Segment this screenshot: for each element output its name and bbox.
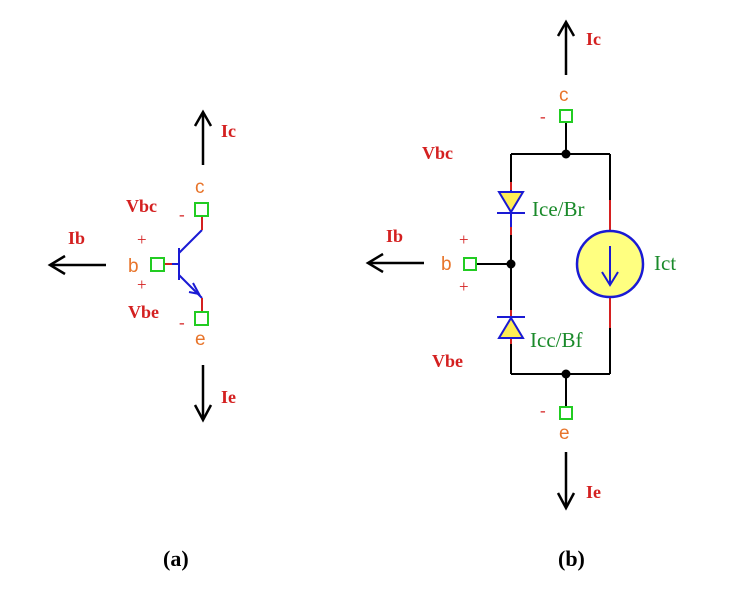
terminal-c-a: c <box>195 177 205 198</box>
pin-b-b <box>463 257 477 271</box>
terminal-e-b: e <box>559 423 570 444</box>
vbc-label-b: Vbc <box>422 143 453 163</box>
plus-b-bottom-a: + <box>137 275 147 294</box>
junction-dot-top <box>561 149 571 159</box>
plus-b-top-a: + <box>137 230 147 249</box>
icc-bf-label: Icc/Bf <box>530 328 582 352</box>
terminal-e-a: e <box>195 329 206 350</box>
panel-b: Ic Ib Ie c b e Vbc Vbe + + - - <box>365 19 676 571</box>
plus-b-top-b: + <box>459 230 469 249</box>
ib-label-a: Ib <box>68 228 85 248</box>
ib-arrow-b <box>365 252 424 274</box>
caption-b: (b) <box>558 546 585 571</box>
ic-arrow-b <box>556 19 576 75</box>
ic-label-b: Ic <box>586 29 601 49</box>
diode-ice-br-icon <box>497 190 525 227</box>
pin-e-b <box>559 406 573 420</box>
junction-dot-base <box>506 259 516 269</box>
ie-arrow-a <box>193 365 213 423</box>
minus-c-a: - <box>179 205 185 224</box>
minus-e-b: - <box>540 401 546 420</box>
diode-icc-bf-icon <box>497 316 525 339</box>
circuit-wires <box>476 122 611 407</box>
pin-c-a <box>194 202 209 217</box>
terminal-b-a: b <box>128 256 139 277</box>
caption-a: (a) <box>163 546 189 571</box>
ie-label-b: Ie <box>586 482 601 502</box>
pin-e-a <box>194 311 209 326</box>
ib-arrow-a <box>47 254 106 276</box>
vbe-label-b: Vbe <box>432 351 463 371</box>
ib-label-b: Ib <box>386 226 403 246</box>
ie-arrow-b <box>556 452 576 511</box>
minus-e-a: - <box>179 313 185 332</box>
terminal-c-b: c <box>559 85 569 106</box>
ie-label-a: Ie <box>221 387 236 407</box>
current-source-icon <box>575 229 645 299</box>
minus-c-b: - <box>540 107 546 126</box>
ict-label: Ict <box>654 251 676 275</box>
pin-b-a <box>150 257 165 272</box>
vbe-label-a: Vbe <box>128 302 159 322</box>
pin-c-b <box>559 109 573 123</box>
junction-dot-bottom <box>561 369 571 379</box>
plus-b-bottom-b: + <box>459 277 469 296</box>
panel-a: Ic Ib Ie c b e Vbc Vbe + + - - <box>47 109 236 571</box>
ic-arrow-a <box>193 109 213 165</box>
ice-br-label: Ice/Br <box>532 197 584 221</box>
vbc-label-a: Vbc <box>126 196 157 216</box>
ic-label-a: Ic <box>221 121 236 141</box>
terminal-b-b: b <box>441 254 452 275</box>
npn-transistor-symbol <box>164 216 203 312</box>
